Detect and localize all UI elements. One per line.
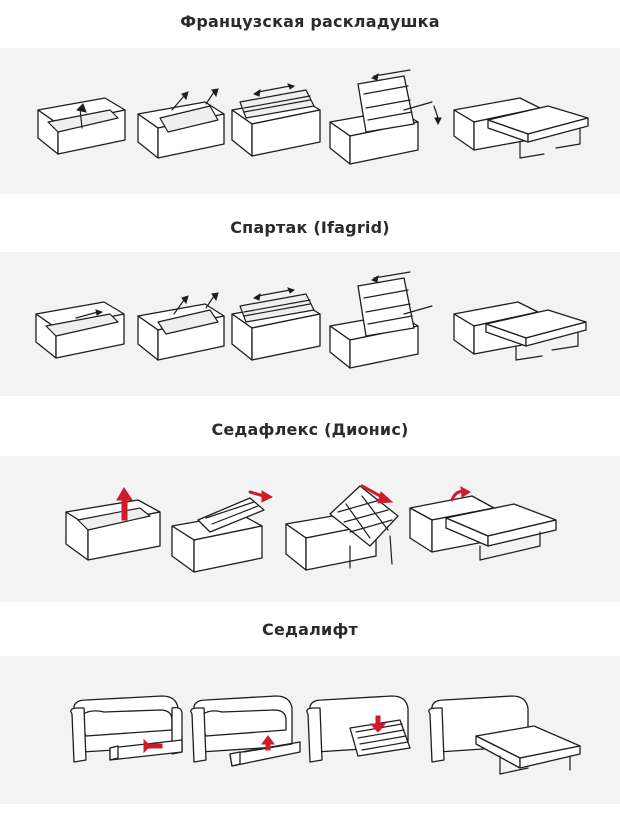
sofa-step-4-open-bed — [409, 486, 557, 561]
section-band-sedalift — [0, 656, 620, 804]
section-band-sedaflex-dionis — [0, 456, 620, 602]
section-band-french-folding — [0, 48, 620, 194]
sofa-step-2-mechanism-pulled — [171, 490, 274, 573]
sofa-step-5-open-bed — [453, 97, 589, 159]
sofa-step-2-drawer-pulled — [190, 695, 301, 767]
sofa-step-3-mechanism — [306, 695, 411, 763]
sofa-step-3-frame-lifted — [231, 83, 321, 157]
sofa-step-1-closed — [65, 487, 161, 561]
section-title-sedalift: Седалифт — [262, 620, 358, 639]
section-title-french-folding: Французская раскладушка — [180, 12, 440, 31]
section-title-sedaflex-dionis: Седафлекс (Дионис) — [211, 420, 409, 439]
section-band-spartak-ifagrid — [0, 252, 620, 396]
sofa-step-3-frame-unfolding — [285, 484, 399, 571]
sofa-step-5-open-bed — [453, 301, 587, 361]
sofa-step-1-closed — [37, 97, 126, 155]
sofa-step-4-unfolding — [329, 271, 433, 369]
sofa-step-1-drawer — [70, 695, 183, 763]
sofa-step-4-open-bed — [428, 695, 581, 775]
sofa-step-2-cushions-removed — [137, 88, 225, 159]
sofa-step-4-unfolding — [329, 69, 442, 165]
sofa-step-1-closed — [35, 301, 125, 359]
sofa-step-3-frame-lifted — [231, 287, 321, 361]
section-title-spartak-ifagrid: Спартак (Ifagrid) — [230, 218, 390, 237]
sofa-step-2-cushions-removed — [137, 292, 225, 361]
